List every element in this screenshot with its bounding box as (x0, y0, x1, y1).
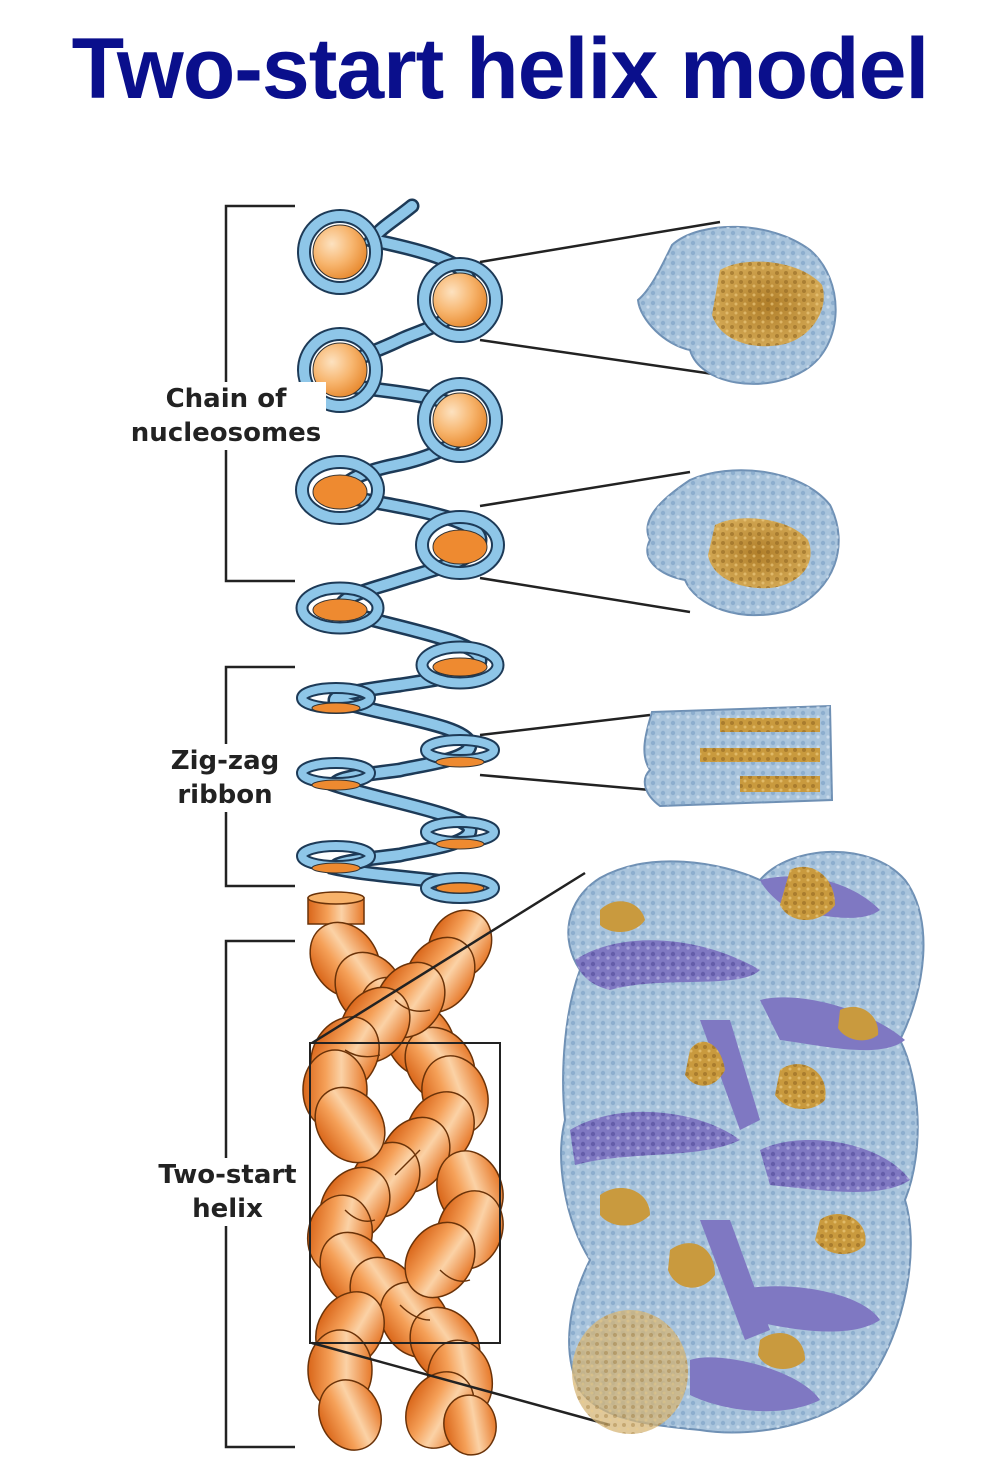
nucleosome (420, 816, 500, 850)
nucleosome (417, 257, 503, 343)
helix-inset-box (309, 1042, 501, 1344)
nucleosome (297, 209, 383, 295)
nucleosome (295, 455, 385, 525)
label-line: Zig-zag (170, 746, 280, 776)
label-line: nucleosomes (130, 418, 322, 448)
helix-disc-lines (344, 999, 471, 1321)
nucleosome (415, 510, 505, 580)
nucleosome (296, 840, 376, 874)
slide-title: Two-start helix model (71, 21, 930, 117)
nucleosome (296, 757, 376, 791)
nucleosome-chain (295, 209, 505, 690)
nucleosome (297, 327, 383, 413)
two-start-helix (302, 909, 504, 1456)
nucleosome (295, 581, 385, 635)
connector-lines (311, 220, 731, 1427)
nucleosome-structure-top (636, 225, 837, 385)
label-chain-of-nucleosomes: Chain of nucleosomes (126, 382, 326, 450)
label-two-start-helix: Two-start helix (150, 1158, 305, 1226)
label-line: Two-start (158, 1160, 297, 1190)
nucleosome (420, 734, 500, 768)
nucleosome-cylinder (307, 891, 365, 925)
nucleosome (296, 682, 376, 714)
label-zig-zag-ribbon: Zig-zag ribbon (160, 744, 290, 812)
nucleosome-zigzag (296, 682, 500, 925)
nucleosome (420, 872, 500, 904)
nucleosome (415, 640, 505, 690)
nucleosome-structure-tilted (646, 469, 840, 617)
label-line: ribbon (177, 780, 273, 810)
nucleosome (417, 377, 503, 463)
label-line: helix (192, 1194, 263, 1224)
label-line: Chain of (165, 384, 287, 414)
nucleosome-structure-side (643, 704, 834, 808)
chromatin-fiber-structure (560, 850, 925, 1434)
